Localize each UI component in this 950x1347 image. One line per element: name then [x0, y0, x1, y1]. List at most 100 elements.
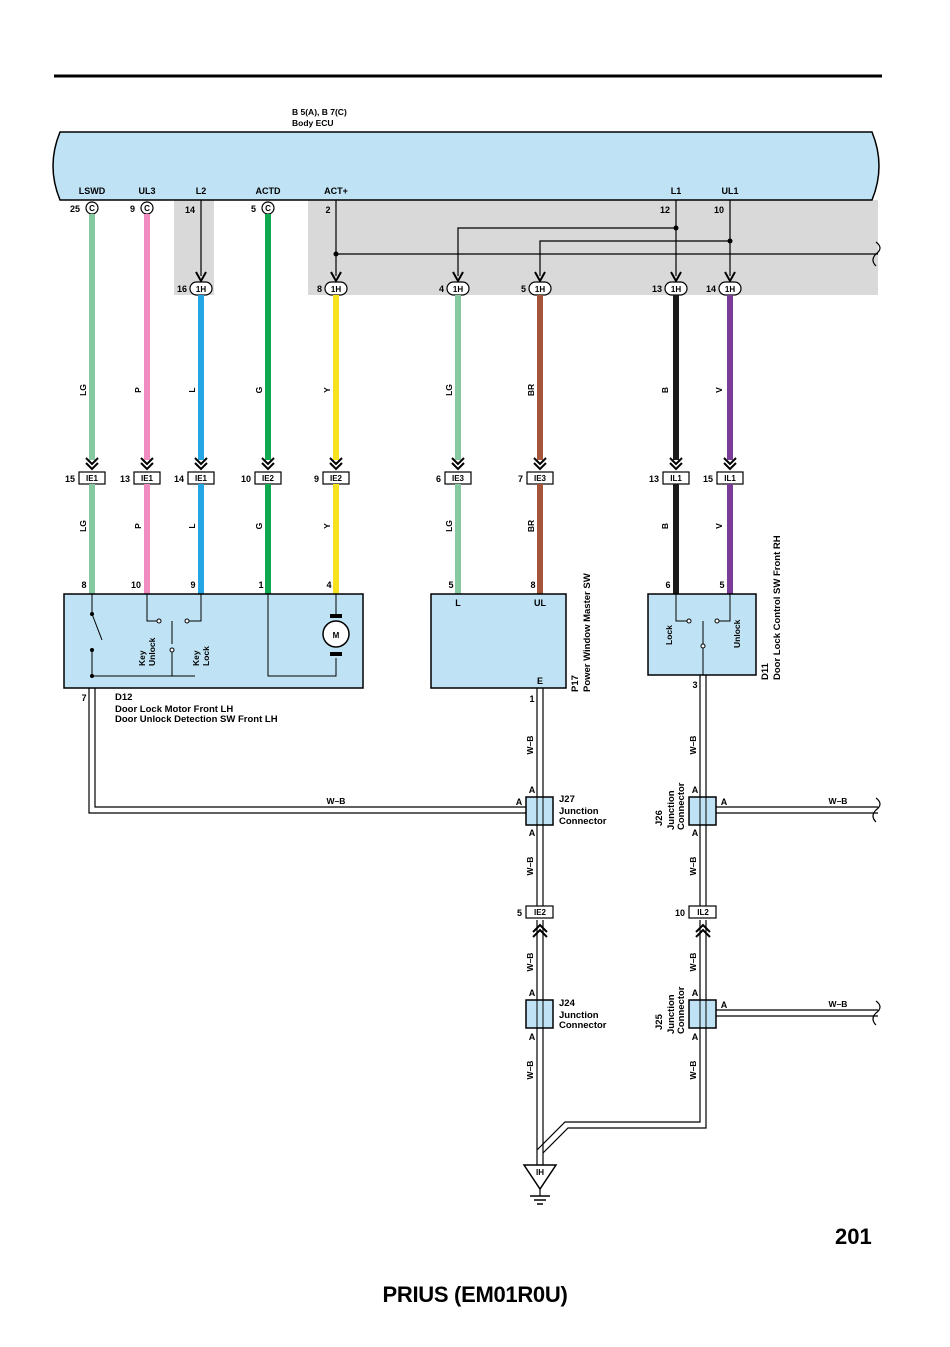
- junction-j24: A A J24 Junction Connector: [525, 988, 607, 1042]
- svg-text:Key: Key: [191, 650, 201, 666]
- wire-break-mark: [872, 1000, 881, 1026]
- wire-code-label: LG: [444, 520, 454, 532]
- wire-code-label: B: [660, 523, 670, 529]
- svg-text:Connector: Connector: [559, 1020, 607, 1031]
- svg-text:15: 15: [65, 474, 75, 484]
- svg-text:P17: P17: [570, 675, 581, 692]
- wire-code-label: W–B: [688, 857, 698, 876]
- svg-text:10: 10: [241, 474, 251, 484]
- svg-text:Lock: Lock: [201, 646, 211, 666]
- junction-1h-badge: 4 1H: [439, 281, 470, 296]
- double-arrow-up-icon: [532, 923, 548, 938]
- wire-code-label: W–B: [829, 796, 848, 806]
- svg-text:Lock: Lock: [664, 625, 674, 645]
- colored-wires-upper: [89, 214, 733, 460]
- svg-text:Power Window Master SW: Power Window Master SW: [582, 573, 593, 692]
- svg-text:A: A: [529, 785, 536, 795]
- ecu-signal-ul1: UL1: [721, 186, 738, 196]
- svg-text:15: 15: [703, 474, 713, 484]
- svg-text:D12: D12: [115, 692, 132, 703]
- inline-connector: 13 IE1: [120, 471, 161, 485]
- svg-text:A: A: [529, 988, 536, 998]
- svg-text:Connector: Connector: [676, 782, 687, 830]
- svg-text:1: 1: [529, 694, 534, 704]
- svg-text:1H: 1H: [671, 285, 681, 294]
- arrow-down-icon: [724, 271, 736, 284]
- svg-text:8: 8: [81, 580, 86, 590]
- svg-text:Junction: Junction: [559, 806, 599, 817]
- svg-text:IE1: IE1: [141, 474, 154, 483]
- junction-j26: A A A J26 Junction Connector: [654, 782, 728, 838]
- svg-text:A: A: [529, 1032, 536, 1042]
- svg-text:10: 10: [675, 908, 685, 918]
- ecu-pin: 9: [130, 204, 135, 214]
- svg-text:A: A: [692, 785, 699, 795]
- inline-connector-ie2-lower: 5 IE2: [517, 905, 554, 938]
- ecu-signal-act-plus: ACT+: [324, 186, 348, 196]
- svg-text:IL1: IL1: [670, 474, 682, 483]
- ecu-signal-actd: ACTD: [256, 186, 281, 196]
- svg-text:Connector: Connector: [676, 986, 687, 1034]
- wire-code-label: W–B: [525, 1061, 535, 1080]
- svg-text:9: 9: [314, 474, 319, 484]
- svg-text:1H: 1H: [725, 285, 735, 294]
- svg-text:Door Lock Control SW Front RH: Door Lock Control SW Front RH: [772, 535, 783, 680]
- wire-code-label: L: [187, 523, 197, 528]
- svg-text:7: 7: [518, 474, 523, 484]
- svg-text:4: 4: [326, 580, 331, 590]
- svg-text:Connector: Connector: [559, 816, 607, 827]
- page-number: 201: [835, 1224, 872, 1249]
- wire-code-label: W–B: [525, 857, 535, 876]
- svg-text:14: 14: [174, 474, 184, 484]
- svg-text:A: A: [721, 797, 728, 807]
- wire-break-mark: [872, 241, 881, 267]
- svg-text:Junction: Junction: [666, 790, 677, 830]
- svg-text:J24: J24: [559, 998, 576, 1009]
- wire-code-label: P: [133, 387, 143, 393]
- junction-shade-right: [308, 200, 878, 295]
- junction-1h-badge: 5 1H: [521, 281, 552, 296]
- inline-connector-il2-lower: 10 IL2: [675, 905, 717, 938]
- junction-j25: A A A J25 Junction Connector: [654, 986, 728, 1042]
- ecu-pin: 12: [660, 205, 670, 215]
- wb-wiring: [88, 675, 878, 1165]
- arrow-down-icon: [670, 271, 682, 284]
- svg-text:8: 8: [317, 284, 322, 294]
- arrow-down-icon: [534, 271, 546, 284]
- junction-1h-badge: 16 1H: [177, 281, 213, 296]
- svg-text:1H: 1H: [535, 285, 545, 294]
- arrow-down-icon: [330, 271, 342, 284]
- svg-text:IE1: IE1: [86, 474, 99, 483]
- wire-code-label: G: [254, 386, 264, 393]
- svg-text:16: 16: [177, 284, 187, 294]
- svg-text:5: 5: [448, 580, 453, 590]
- svg-text:13: 13: [120, 474, 130, 484]
- motor-icon: M: [322, 614, 350, 656]
- ecu-internal-wiring: [200, 200, 878, 276]
- svg-text:A: A: [692, 1032, 699, 1042]
- ground-icon: IH: [522, 1164, 558, 1205]
- svg-text:5: 5: [719, 580, 724, 590]
- ecu-connector-id: B 5(A), B 7(C): [292, 107, 347, 117]
- svg-text:4: 4: [439, 284, 444, 294]
- svg-text:1H: 1H: [331, 285, 341, 294]
- ecu-pin: 10: [714, 205, 724, 215]
- wire-code-label: Y: [322, 387, 332, 393]
- ecu-signal-l1: L1: [671, 186, 682, 196]
- wire-code-label: L: [187, 387, 197, 392]
- svg-text:1: 1: [258, 580, 263, 590]
- svg-text:M: M: [333, 631, 340, 640]
- svg-text:A: A: [516, 797, 523, 807]
- wire-code-label: W–B: [525, 953, 535, 972]
- ecu-signal-ul3: UL3: [138, 186, 155, 196]
- arrow-down-icon: [195, 271, 207, 284]
- svg-text:A: A: [721, 1000, 728, 1010]
- wire-code-label: W–B: [688, 953, 698, 972]
- ecu-signal-lswd: LSWD: [79, 186, 106, 196]
